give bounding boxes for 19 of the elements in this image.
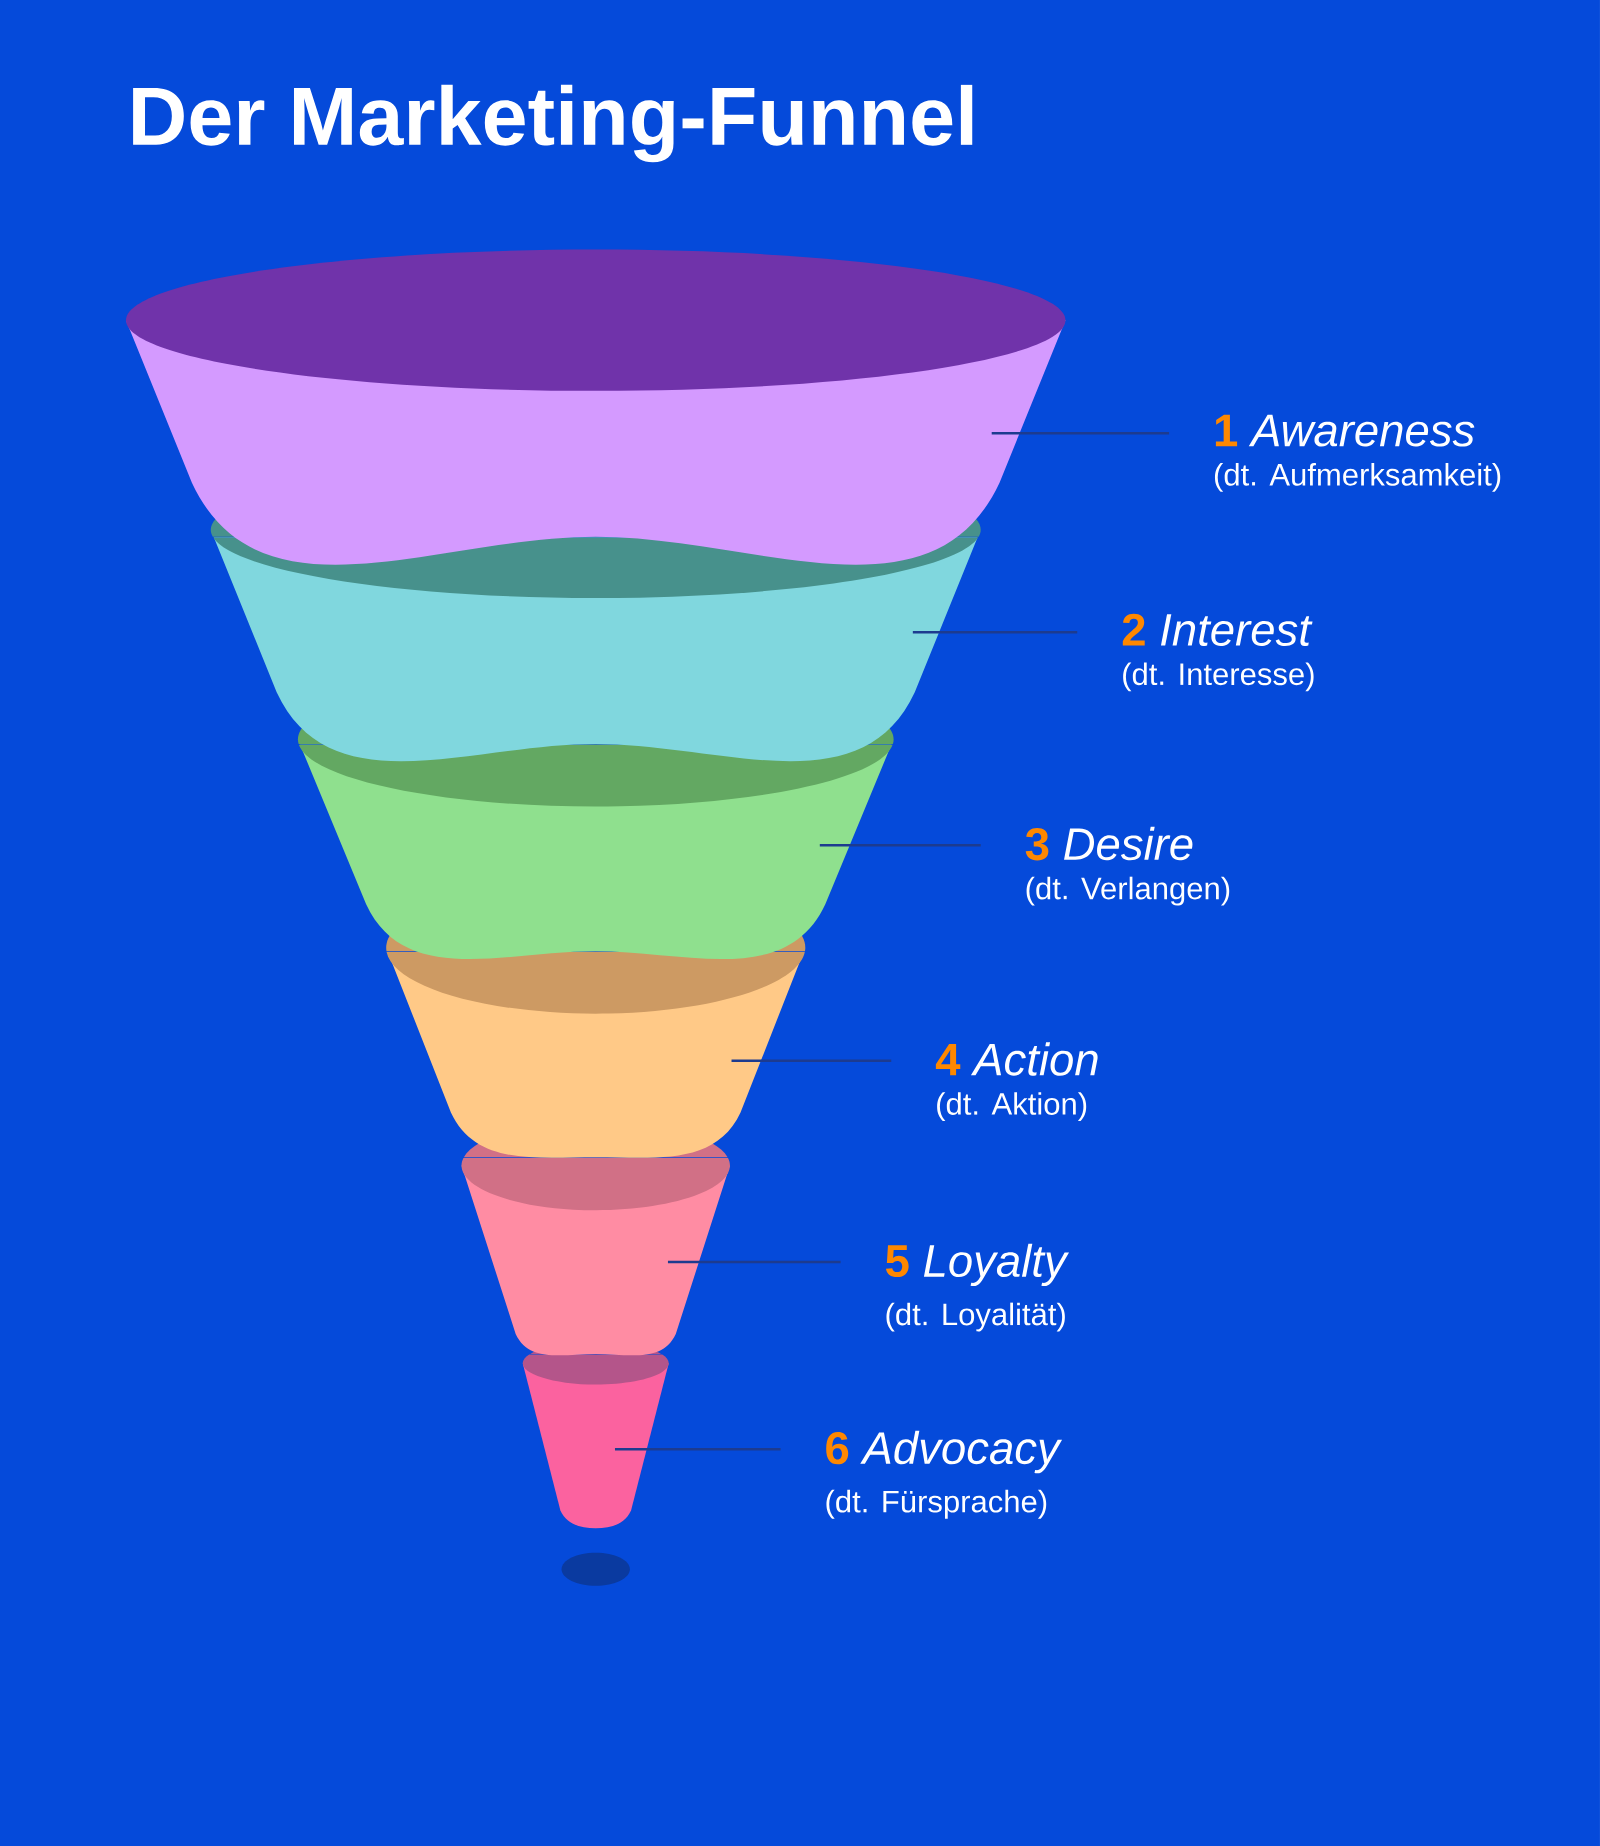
funnel-layer (461, 1158, 730, 1356)
funnel-layer (213, 537, 979, 762)
stage-label: 4 Action (dt. Aktion) (935, 1042, 1098, 1122)
funnel-layer (522, 1354, 669, 1529)
stage-label: 5 Loyalty (dt. Loyalität) (886, 1243, 1070, 1332)
title: Der Marketing-Funnel (133, 84, 973, 163)
leader-line (731, 1059, 892, 1062)
funnel-layer (386, 951, 805, 1158)
leader-line (615, 1448, 781, 1451)
leader-line (912, 630, 1078, 634)
stage-label: 6 Advocacy (dt. Fürsprache) (826, 1430, 1063, 1519)
stage-label: 3 Desire (dt. Verlangen) (1025, 826, 1230, 906)
stage-label: 1 Awareness (dt. Aufmerksamkeit) (1215, 414, 1501, 492)
funnel-layer (126, 249, 1066, 565)
stage-label: 2 Interest (dt. Interesse) (1122, 613, 1314, 692)
leader-line (667, 1260, 841, 1264)
leader-line (819, 844, 981, 847)
leader-line (991, 432, 1170, 435)
funnel-layer (298, 744, 893, 959)
